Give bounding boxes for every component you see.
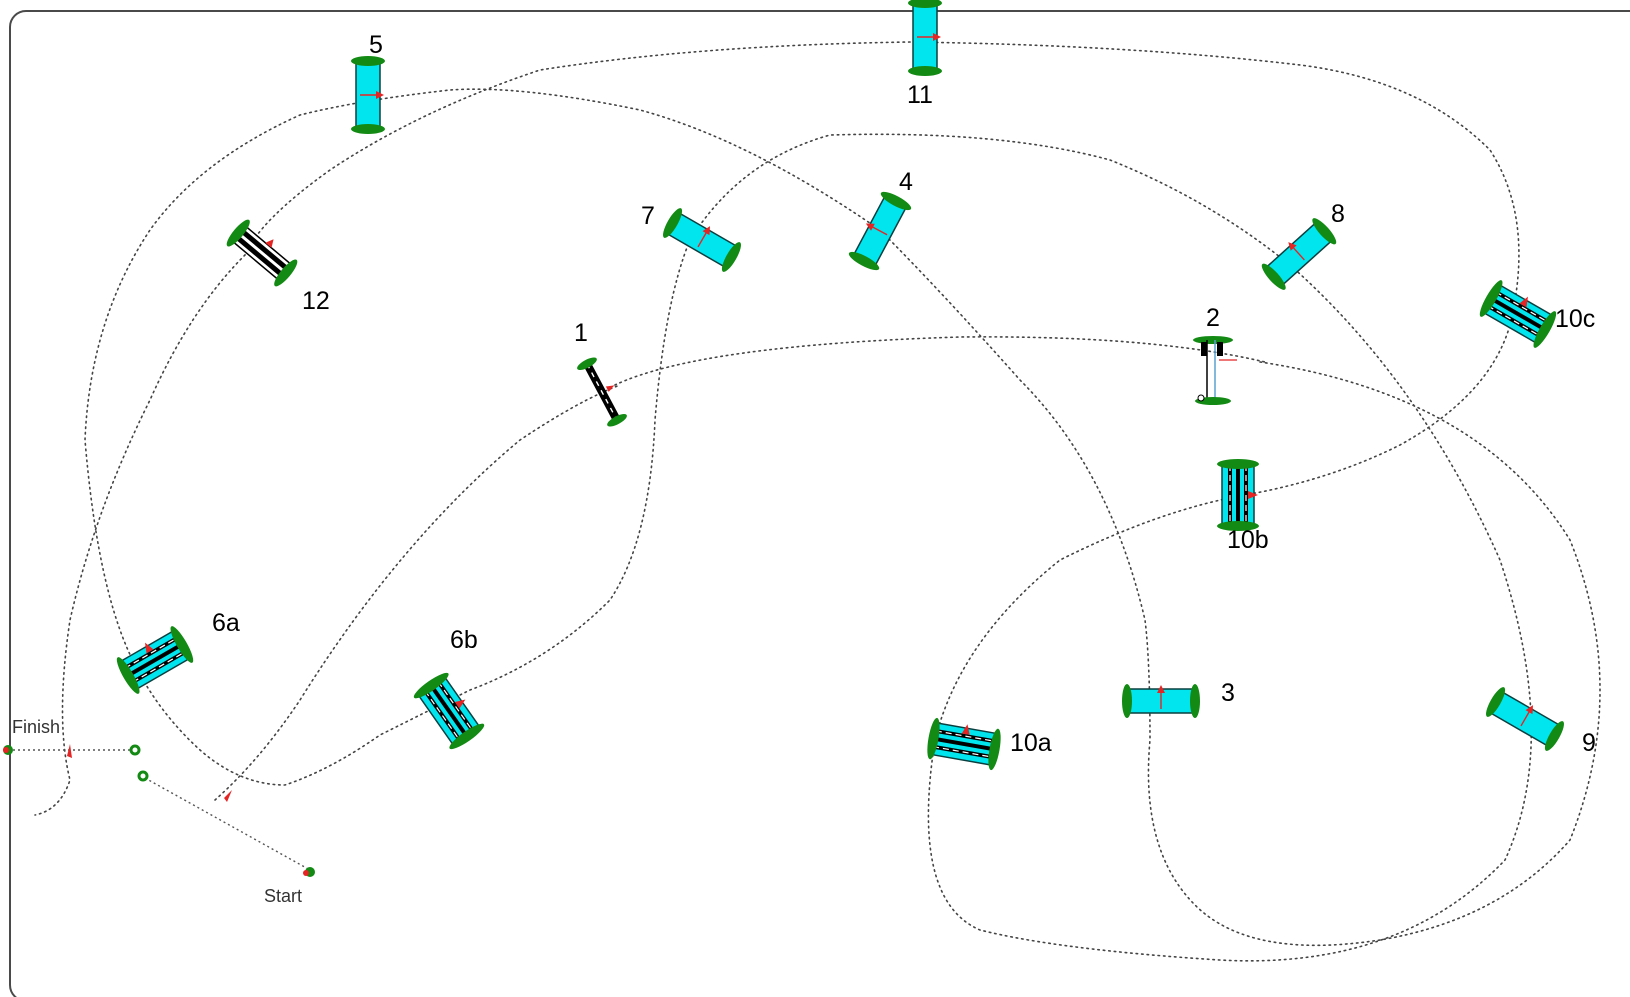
obstacle-2	[1193, 336, 1237, 405]
finish-line	[3, 744, 141, 758]
obstacle-label-8: 8	[1331, 200, 1345, 228]
obstacle-label-10c: 10c	[1555, 305, 1595, 333]
obstacle-label-4: 4	[899, 168, 913, 196]
obstacle-label-2: 2	[1206, 304, 1220, 332]
obstacle-1	[577, 357, 627, 427]
arena-border	[9, 10, 1630, 997]
track-path	[34, 41, 1601, 962]
obstacle-label-11: 11	[907, 81, 933, 109]
obstacle-label-10a: 10a	[1010, 729, 1052, 757]
obstacle-label-6a: 6a	[212, 609, 240, 637]
obstacle-label-12: 12	[302, 287, 330, 315]
obstacle-label-9: 9	[1582, 729, 1596, 757]
finish-label: Finish	[12, 717, 60, 737]
obstacle-3	[1121, 683, 1201, 719]
obstacle-label-5: 5	[369, 31, 383, 59]
obstacle-label-7: 7	[641, 202, 655, 230]
obstacle-5	[350, 55, 386, 135]
obstacle-label-1: 1	[574, 319, 588, 347]
start-line	[137, 770, 315, 877]
obstacle-label-10b: 10b	[1227, 526, 1269, 554]
obstacle-10b	[1215, 457, 1261, 533]
obstacle-label-3: 3	[1221, 679, 1235, 707]
obstacle-11	[907, 0, 943, 77]
obstacle-label-6b: 6b	[450, 626, 478, 654]
start-label: Start	[264, 886, 302, 906]
